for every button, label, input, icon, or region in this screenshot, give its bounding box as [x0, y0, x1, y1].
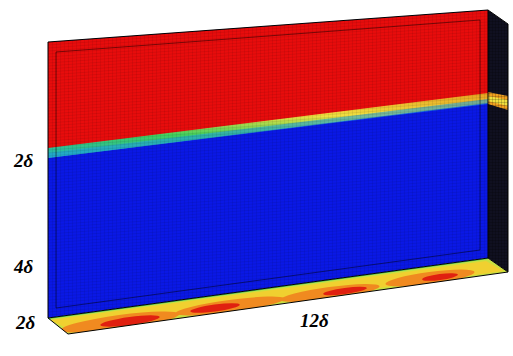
- dimension-label: 4δ: [14, 257, 33, 276]
- right-face: [486, 0, 510, 280]
- front-face: [40, 0, 500, 330]
- dimension-label: 2δ: [14, 151, 33, 170]
- dimension-label: 2δ: [16, 313, 35, 332]
- box-edges: [48, 10, 508, 334]
- dimension-label: 12δ: [300, 311, 329, 330]
- bottom-face: [48, 258, 508, 337]
